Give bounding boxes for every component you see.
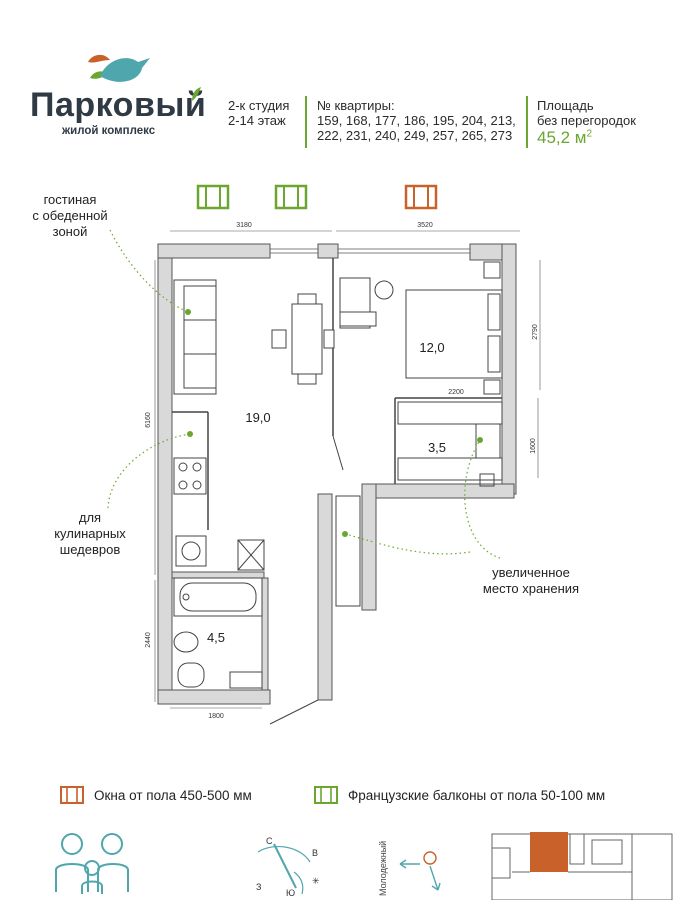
apartment-type: 2-к студия	[228, 98, 290, 113]
annotation-line: зоной	[52, 224, 88, 239]
area-unit: 2	[586, 128, 593, 140]
compass-icon: С В З Ю ✳	[256, 836, 320, 898]
legend-balconies: Французские балконы от пола 50-100 мм	[348, 788, 606, 803]
compass-east: В	[312, 848, 318, 858]
sofa	[173, 279, 217, 395]
bathroom	[173, 577, 263, 689]
storage-annotation: увеличенное место хранения	[466, 565, 596, 597]
numbers-line-2: 222, 231, 240, 249, 257, 265, 273	[317, 128, 513, 143]
balcony-icon	[196, 184, 230, 210]
dining-table	[271, 293, 335, 385]
leaf-icon	[192, 87, 201, 101]
compass-west: З	[256, 882, 261, 892]
bedroom	[339, 261, 503, 395]
kitchen	[173, 457, 265, 571]
apartment-numbers: № квартиры: 159, 168, 177, 186, 195, 204…	[317, 98, 516, 143]
dim-bath-width: 1800	[208, 713, 224, 720]
annotation-line: гостиная	[43, 192, 97, 207]
bird-logo-icon	[88, 54, 150, 82]
dim-left-total: 6160	[145, 412, 152, 428]
dim-top-left: 3180	[236, 222, 252, 229]
compass-south: Ю	[286, 888, 295, 898]
window-icon	[404, 184, 438, 210]
building-key-plan	[491, 832, 673, 900]
glazing	[270, 248, 470, 254]
room-area-living: 19,0	[245, 410, 270, 425]
brand-subtitle: жилой комплекс	[62, 125, 156, 137]
annotation-line: шедевров	[59, 542, 121, 557]
annotation-line: увеличенное	[492, 565, 570, 580]
dim-bedroom-width: 2200	[448, 389, 464, 396]
dim-bath-height: 2440	[145, 632, 152, 648]
walls	[157, 243, 517, 705]
area-number: 45,2 м	[537, 128, 587, 147]
floor-plan: 3180 3520 6160 2440 1800 2790 2200 1600 …	[107, 184, 541, 725]
area-title-1: Площадь	[537, 98, 594, 113]
sun-icon: ✳	[312, 876, 320, 886]
wardrobe-shelves	[335, 401, 503, 607]
legend-windows: Окна от пола 450-500 мм	[94, 788, 252, 803]
apartment-info: 2-к студия 2-14 этаж	[228, 98, 289, 128]
balcony-icon	[314, 786, 338, 804]
room-area-bathroom: 4,5	[207, 630, 225, 645]
room-area-wardrobe: 3,5	[428, 440, 446, 455]
doors	[269, 435, 344, 725]
dim-wardrobe-height: 1600	[530, 438, 537, 454]
annotation-line: кулинарных	[54, 526, 126, 541]
compass-north: С	[266, 836, 273, 846]
annotation-dots	[185, 309, 483, 537]
area-value: 45,2 м2	[537, 128, 592, 148]
annotation-line: с обеденной	[32, 208, 108, 223]
dim-bedroom-height: 2790	[532, 324, 539, 340]
annotation-line: для	[78, 510, 102, 525]
header-divider	[305, 96, 307, 148]
apartment-floors: 2-14 этаж	[228, 113, 286, 128]
numbers-line-1: 159, 168, 177, 186, 195, 204, 213,	[317, 113, 516, 128]
street-label: Молодежный	[378, 840, 388, 896]
family-icon	[55, 833, 129, 894]
annotation-line: место хранения	[482, 581, 580, 596]
room-area-bedroom: 12,0	[419, 340, 444, 355]
wind-rose-icon	[399, 851, 441, 891]
area-title-2: без перегородок	[537, 113, 636, 128]
living-annotation: гостиная с обеденной зоной	[20, 192, 120, 240]
numbers-title: № квартиры:	[317, 98, 395, 113]
dim-top-right: 3520	[417, 222, 433, 229]
window-icon	[60, 786, 84, 804]
header-divider	[526, 96, 528, 148]
area-block: Площадь без перегородок	[537, 98, 636, 128]
balcony-icon	[274, 184, 308, 210]
kitchen-annotation: для кулинарных шедевров	[40, 510, 140, 558]
annotation-leaders	[107, 229, 501, 559]
brand-name: Парковый	[30, 86, 207, 124]
